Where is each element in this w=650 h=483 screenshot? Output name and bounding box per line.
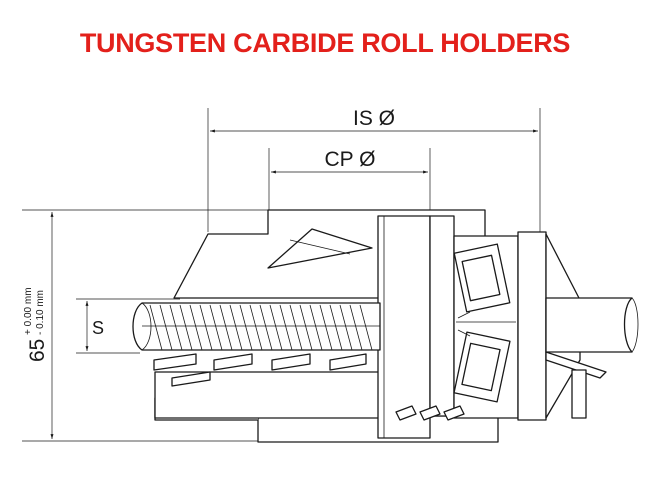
page-title: TUNGSTEN CARBIDE ROLL HOLDERS [79,28,571,58]
upper-bearing [453,243,511,313]
height-value: 65 [26,339,49,362]
lower-bearing [453,331,511,403]
height-tolerance-lower: - 0.10 mm [35,290,46,335]
is-dimension: IS Ø [207,107,541,235]
is-diameter-label: IS Ø [353,107,395,130]
s-label: S [92,318,104,338]
roll-holder-body [154,209,639,443]
cp-dimension: CP Ø [268,148,431,210]
height-dimension: 65 + 0.00 mm - 0.10 mm [22,209,270,442]
height-tolerance-upper: + 0.00 mm [23,287,34,335]
carbide-roll [132,302,381,351]
s-dimension: S [76,298,180,354]
lower-segments [153,353,465,421]
right-ring [457,311,587,419]
cp-diameter-label: CP Ø [325,148,376,171]
